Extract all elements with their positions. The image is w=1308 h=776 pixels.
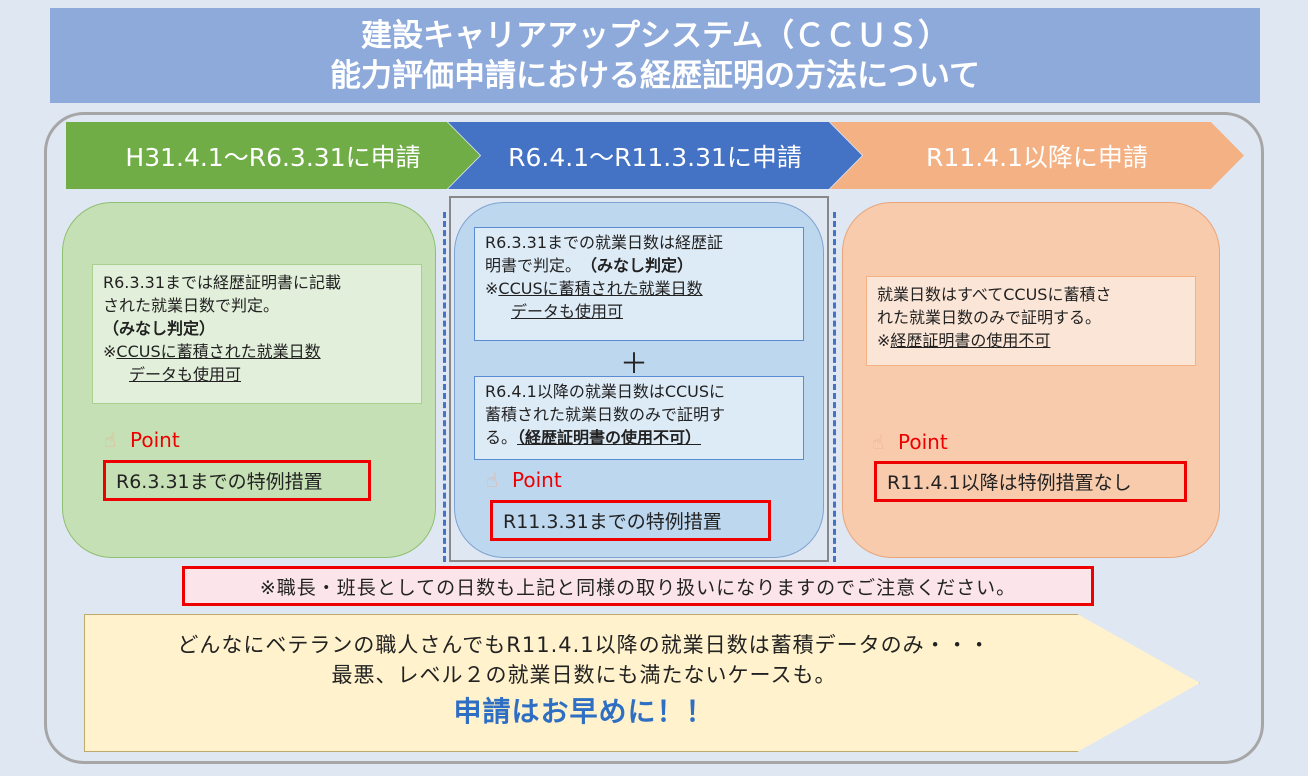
note-text: データも使用可: [129, 365, 242, 384]
note-box: 就業日数はすべてCCUSに蓄積さ れた就業日数のみで証明する。 ※経歴証明書の使…: [866, 276, 1196, 366]
note-text: R6.3.31までの就業日数は経歴証: [485, 233, 724, 252]
message-text: どんなにベテランの職人さんでもR11.4.1以降の就業日数は蓄積データのみ・・・…: [84, 630, 1084, 734]
period-label: H31.4.1～R6.3.31に申請: [125, 142, 421, 172]
note-box: R6.3.31までの就業日数は経歴証 明書で判定。 （みなし判定） ※CCUSに…: [474, 227, 804, 341]
title-line-2: 能力評価申請における経歴証明の方法について: [329, 58, 981, 94]
message-emphasis: 申請はお早めに！！: [453, 695, 715, 728]
note-text: R6.3.31までは経歴証明書に記載: [103, 273, 342, 292]
note-emphasis: （経歴証明書の使用不可）: [517, 428, 702, 447]
note-mark: ※: [485, 279, 499, 298]
period-card-3: [842, 202, 1220, 558]
divider: [833, 212, 836, 562]
caution-note: ※職長・班長としての日数も上記と同様の取り扱いになりますのでご注意ください。: [182, 566, 1094, 606]
period-label: R6.4.1～R11.3.31に申請: [508, 142, 802, 172]
pointing-hand-icon: ☝: [104, 428, 117, 452]
note-text: R6.4.1以降の就業日数はCCUSに: [485, 382, 726, 401]
point-label: ☝ Point: [872, 430, 948, 454]
note-box: R6.4.1以降の就業日数はCCUSに 蓄積された就業日数のみで証明す る。（経…: [474, 376, 804, 460]
content-frame: [44, 112, 1264, 764]
special-measure-box: R11.4.1以降は特例措置なし: [874, 461, 1187, 502]
title-line-1: 建設キャリアアップシステム（ＣＣＵＳ）: [360, 18, 950, 54]
divider: [443, 212, 446, 562]
message-line: どんなにベテランの職人さんでもR11.4.1以降の就業日数は蓄積データのみ・・・: [177, 633, 991, 657]
note-text: 明書で判定。: [485, 256, 574, 275]
note-emphasis: （みなし判定）: [103, 319, 216, 338]
period-arrow-3: R11.4.1以降に申請: [830, 122, 1244, 189]
note-text: 就業日数はすべてCCUSに蓄積さ: [877, 285, 1112, 304]
point-label: ☝ Point: [486, 468, 562, 492]
period-arrow-1: H31.4.1～R6.3.31に申請: [66, 122, 480, 189]
note-box: R6.3.31までは経歴証明書に記載 された就業日数で判定。 （みなし判定） ※…: [92, 264, 422, 404]
plus-icon: ＋: [620, 347, 649, 380]
note-mark: ※: [103, 342, 117, 361]
note-text: る。: [485, 428, 518, 447]
note-text: CCUSに蓄積された就業日数: [116, 342, 321, 361]
page-title: 建設キャリアアップシステム（ＣＣＵＳ） 能力評価申請における経歴証明の方法につい…: [50, 8, 1260, 103]
period-arrow-2: R6.4.1～R11.3.31に申請: [448, 122, 862, 189]
note-text: CCUSに蓄積された就業日数: [498, 279, 703, 298]
note-mark: ※: [877, 331, 891, 350]
note-emphasis: （みなし判定）: [589, 256, 694, 275]
note-text: 蓄積された就業日数のみで証明す: [485, 405, 726, 424]
note-text: された就業日数で判定。: [103, 296, 280, 315]
message-arrow: [84, 614, 1200, 752]
point-text: Point: [512, 468, 562, 492]
message-line: 最悪、レベル２の就業日数にも満たないケースも。: [331, 663, 837, 687]
special-measure-box: R6.3.31までの特例措置: [103, 460, 371, 501]
note-text: 経歴証明書の使用不可: [890, 331, 1051, 350]
point-text: Point: [130, 428, 180, 452]
special-measure-box: R11.3.31までの特例措置: [490, 500, 771, 541]
note-text: データも使用可: [511, 302, 624, 321]
pointing-hand-icon: ☝: [872, 430, 885, 454]
point-label: ☝ Point: [104, 428, 180, 452]
note-text: れた就業日数のみで証明する。: [877, 308, 1102, 327]
pointing-hand-icon: ☝: [486, 468, 499, 492]
point-text: Point: [898, 430, 948, 454]
period-label: R11.4.1以降に申請: [926, 142, 1148, 172]
current-period-highlight: [449, 196, 829, 562]
